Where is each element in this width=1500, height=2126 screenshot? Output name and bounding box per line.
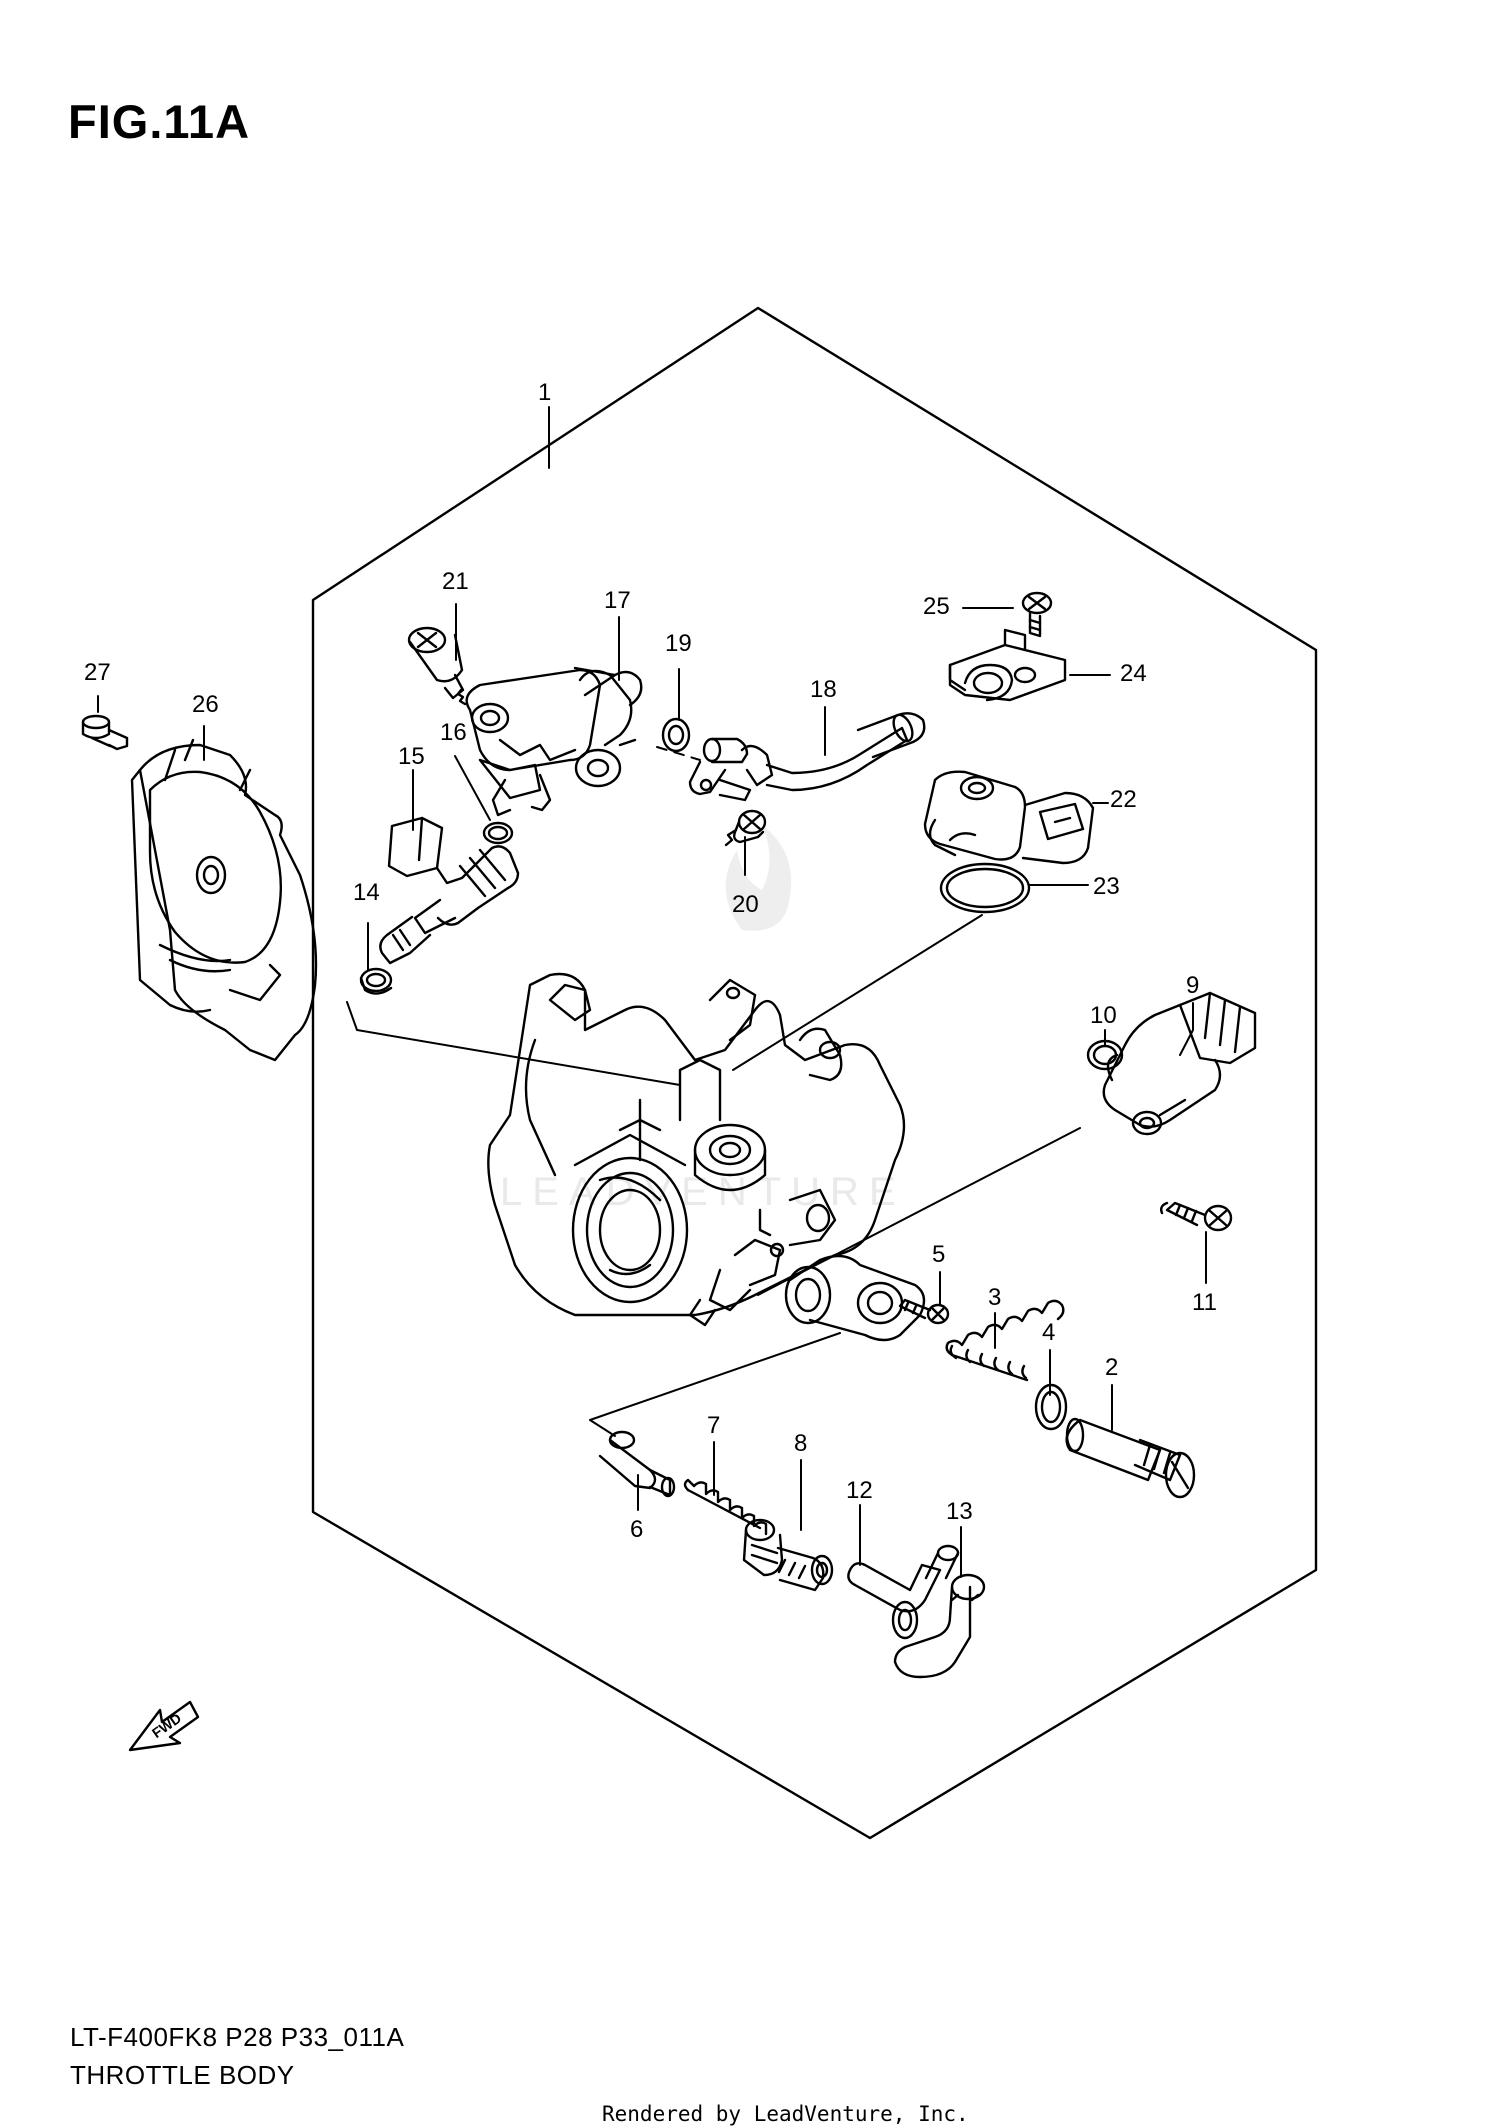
part-24-bracket bbox=[948, 628, 1067, 702]
part-15-fuel-injector bbox=[379, 816, 520, 965]
callout-25: 25 bbox=[923, 593, 950, 620]
part-3-spring bbox=[945, 1299, 1065, 1382]
part-20-screw bbox=[724, 809, 767, 847]
callout-1: 1 bbox=[538, 379, 551, 406]
callout-12: 12 bbox=[846, 1477, 873, 1504]
leader-lines bbox=[97, 406, 1207, 1578]
figure-title: FIG.11A bbox=[68, 95, 251, 148]
callout-20: 20 bbox=[732, 891, 759, 918]
callout-23: 23 bbox=[1093, 873, 1120, 900]
part-9-tps bbox=[1102, 991, 1257, 1136]
callout-21: 21 bbox=[442, 568, 469, 595]
callout-19: 19 bbox=[665, 630, 692, 657]
part-18-fuel-inlet-pipe bbox=[688, 712, 926, 802]
watermark: LEADVENTURE bbox=[500, 825, 906, 1214]
callout-numbers: 1 2 3 4 5 6 7 8 9 10 11 12 13 14 15 16 1… bbox=[84, 379, 1217, 1543]
part-7-spring bbox=[683, 1478, 768, 1536]
part-11-screw bbox=[1159, 1201, 1233, 1232]
part-2-idle-screw bbox=[1065, 1417, 1196, 1499]
part-12-hose bbox=[847, 1544, 960, 1613]
callout-24: 24 bbox=[1120, 660, 1147, 687]
callout-3: 3 bbox=[988, 1284, 1001, 1311]
model-code: LT-F400FK8 P28 P33_011A bbox=[70, 2022, 405, 2052]
part-17-fuel-pipe bbox=[465, 666, 643, 817]
callout-8: 8 bbox=[794, 1430, 807, 1457]
callout-14: 14 bbox=[353, 879, 380, 906]
callout-16: 16 bbox=[440, 719, 467, 746]
callout-27: 27 bbox=[84, 659, 111, 686]
callout-2: 2 bbox=[1105, 1354, 1118, 1381]
callout-6: 6 bbox=[630, 1516, 643, 1543]
callout-26: 26 bbox=[192, 691, 219, 718]
callout-11: 11 bbox=[1192, 1289, 1217, 1316]
assembly-lines bbox=[346, 746, 1081, 1437]
assembly-outline bbox=[311, 306, 1318, 1840]
section-name: THROTTLE BODY bbox=[70, 2060, 295, 2090]
part-13-elbow bbox=[891, 1573, 986, 1679]
render-credit: Rendered by LeadVenture, Inc. bbox=[602, 2102, 969, 2126]
part-21-plug bbox=[407, 626, 467, 706]
part-6-plunger bbox=[598, 1430, 676, 1498]
part-22-sensor bbox=[923, 770, 1095, 865]
callout-13: 13 bbox=[946, 1498, 973, 1525]
callout-22: 22 bbox=[1110, 786, 1137, 813]
part-8-adjuster bbox=[742, 1518, 834, 1592]
callout-5: 5 bbox=[932, 1241, 945, 1268]
part-14-seal bbox=[359, 967, 393, 995]
part-26-cover bbox=[130, 738, 318, 1062]
watermark-text: LEADVENTURE bbox=[500, 1170, 906, 1214]
callout-18: 18 bbox=[810, 676, 837, 703]
part-23-o-ring bbox=[939, 862, 1031, 914]
adjuster-housing bbox=[784, 1254, 926, 1342]
callout-9: 9 bbox=[1186, 972, 1199, 999]
fwd-arrow-icon: FWD bbox=[128, 1700, 200, 1752]
throttle-body-main bbox=[487, 972, 906, 1327]
part-16-o-ring bbox=[482, 821, 514, 845]
part-27-screw bbox=[81, 714, 129, 751]
callout-10: 10 bbox=[1090, 1002, 1117, 1029]
callout-15: 15 bbox=[398, 743, 425, 770]
callout-4: 4 bbox=[1042, 1319, 1055, 1346]
part-25-screw bbox=[1021, 591, 1053, 638]
callout-7: 7 bbox=[707, 1412, 720, 1439]
callout-17: 17 bbox=[604, 587, 631, 614]
part-19-o-ring bbox=[661, 717, 691, 753]
